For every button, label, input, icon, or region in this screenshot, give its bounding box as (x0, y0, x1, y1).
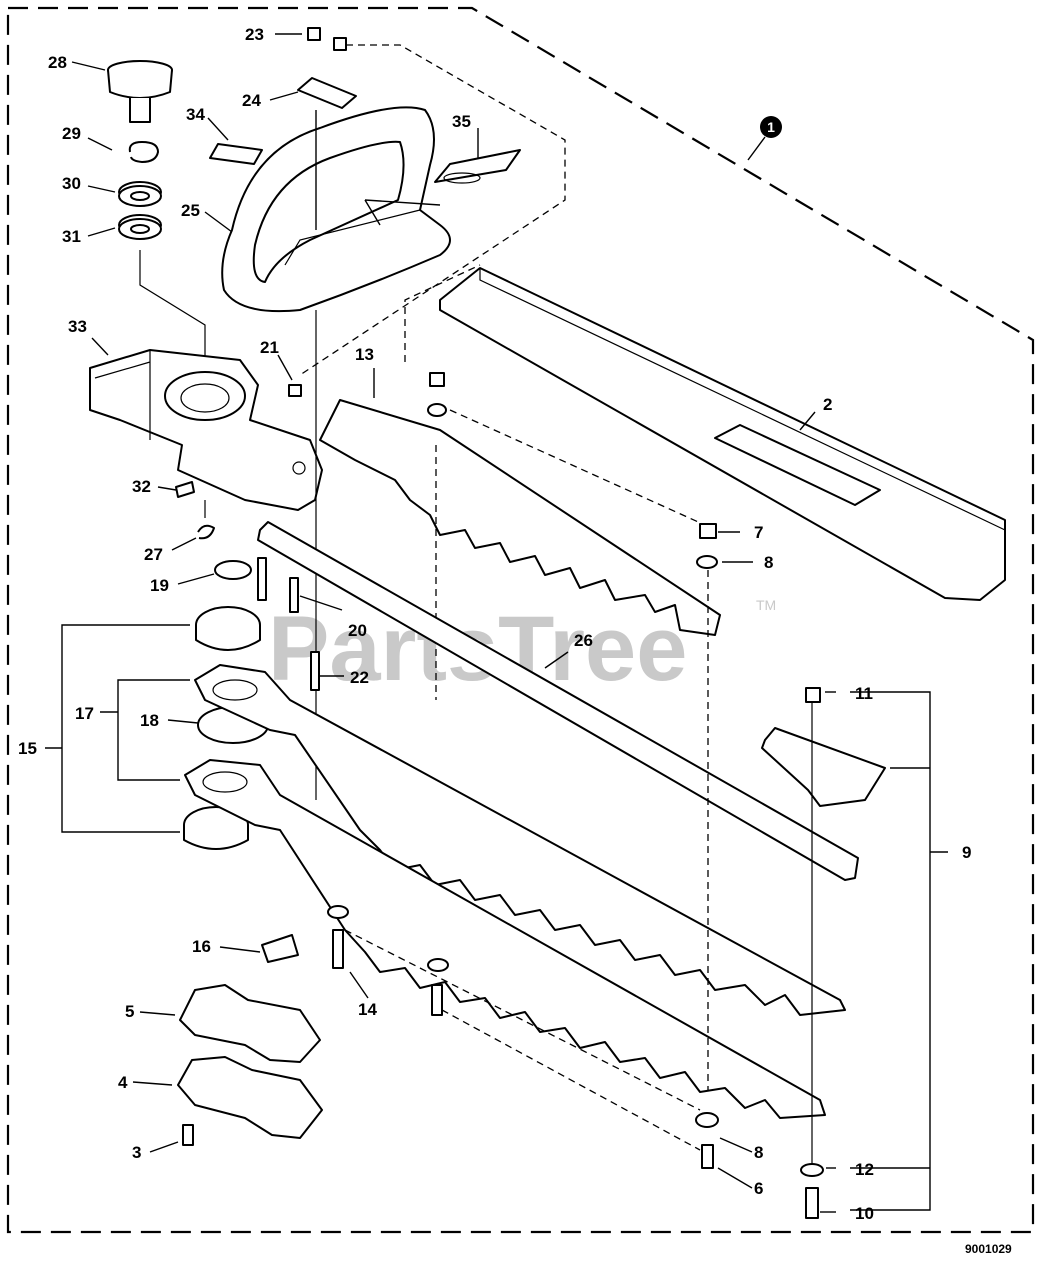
part-28-drive-cup (107, 60, 173, 123)
label-24[interactable]: 24 (242, 91, 261, 110)
part-15-gear-lower (183, 806, 249, 850)
watermark-tm: TM (756, 597, 776, 613)
part-washer-mid (427, 958, 449, 972)
part-20-bolt-2 (289, 577, 299, 613)
label-5[interactable]: 5 (125, 1002, 134, 1021)
label-25[interactable]: 25 (181, 201, 200, 220)
part-8-washer (696, 555, 718, 569)
label-33[interactable]: 33 (68, 317, 87, 336)
label-18[interactable]: 18 (140, 711, 159, 730)
part-23-nut-2 (333, 37, 347, 51)
part-washer-top (427, 403, 447, 417)
label-35[interactable]: 35 (452, 112, 471, 131)
label-16[interactable]: 16 (192, 937, 211, 956)
label-31[interactable]: 31 (62, 227, 81, 246)
part-7-nut (699, 523, 717, 539)
assembly-badge[interactable]: 1 (760, 116, 782, 138)
part-25-handle (221, 106, 451, 313)
label-13[interactable]: 13 (355, 345, 374, 364)
label-28[interactable]: 28 (48, 53, 67, 72)
label-4[interactable]: 4 (118, 1073, 128, 1092)
part-26-backing-bar (257, 521, 859, 881)
label-2[interactable]: 2 (823, 395, 832, 414)
label-27[interactable]: 27 (144, 545, 163, 564)
svg-text:1: 1 (767, 119, 775, 135)
part-29-snap-ring (128, 141, 159, 163)
label-32[interactable]: 32 (132, 477, 151, 496)
part-8-washer-lower (695, 1112, 719, 1128)
part-5-gasket (179, 984, 321, 1063)
assembly-boundary (6, 6, 1035, 1234)
label-14[interactable]: 14 (358, 1000, 377, 1019)
part-22-bolt (310, 651, 320, 691)
part-33-gear-case (89, 349, 323, 511)
part-10-bolt (805, 1187, 819, 1219)
label-11[interactable]: 11 (855, 684, 873, 703)
part-34-label (209, 143, 263, 165)
part-21-nut (288, 384, 302, 397)
part-11-nut (805, 687, 821, 703)
label-29[interactable]: 29 (62, 124, 81, 143)
label-23[interactable]: 23 (245, 25, 264, 44)
part-6-bolt (701, 1144, 714, 1169)
part-16-slider (261, 934, 299, 963)
part-3-screw (182, 1124, 194, 1146)
label-7[interactable]: 7 (754, 523, 763, 542)
part-30-bearing (118, 181, 162, 207)
label-9[interactable]: 9 (962, 843, 971, 862)
part-nut-top (429, 372, 445, 387)
part-27-clip (197, 524, 215, 540)
label-26[interactable]: 26 (574, 631, 593, 650)
label-21[interactable]: 21 (260, 338, 279, 357)
part-13-upper-blade (319, 399, 721, 636)
label-8-lower[interactable]: 8 (754, 1143, 763, 1162)
label-34[interactable]: 34 (186, 105, 205, 124)
part-32-screw (175, 481, 195, 498)
part-bolt-mid (431, 984, 443, 1016)
part-17-blade-lower (184, 759, 826, 1119)
part-20-bolt (257, 557, 267, 601)
part-4-cover (177, 1056, 323, 1139)
part-24-plate (297, 77, 357, 109)
label-12[interactable]: 12 (855, 1160, 874, 1179)
label-15[interactable]: 15 (18, 739, 37, 758)
part-2-blade-cover (439, 267, 1006, 601)
part-14-washer (327, 905, 349, 919)
label-19[interactable]: 19 (150, 576, 169, 595)
part-12-washer (800, 1163, 824, 1177)
label-30[interactable]: 30 (62, 174, 81, 193)
part-31-bearing (118, 214, 162, 240)
drawing-number: 9001029 (965, 1242, 1012, 1256)
label-17[interactable]: 17 (75, 704, 94, 723)
label-20[interactable]: 20 (348, 621, 367, 640)
part-23-nut (307, 27, 321, 41)
part-35-label (434, 149, 521, 183)
part-9-guard (761, 727, 886, 807)
part-14-bolt (332, 929, 344, 969)
part-15-gear-upper (195, 606, 261, 651)
label-6[interactable]: 6 (754, 1179, 763, 1198)
part-19-washer (214, 560, 252, 580)
label-8-upper[interactable]: 8 (764, 553, 773, 572)
label-10[interactable]: 10 (855, 1204, 874, 1223)
label-3[interactable]: 3 (132, 1143, 141, 1162)
label-22[interactable]: 22 (350, 668, 369, 687)
